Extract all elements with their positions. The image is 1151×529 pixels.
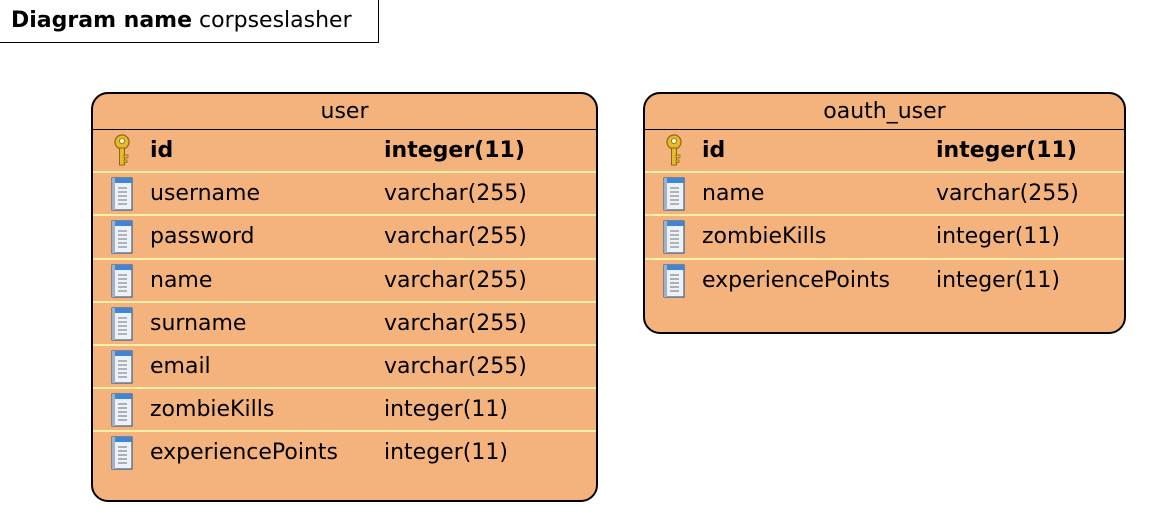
diagram-name-label: Diagram name bbox=[11, 8, 193, 33]
column-row[interactable]: name varchar(255) bbox=[93, 260, 596, 303]
column-name: id bbox=[702, 138, 726, 163]
column-type: varchar(255) bbox=[384, 224, 527, 250]
column-type: varchar(255) bbox=[384, 353, 527, 379]
column-row[interactable]: password varchar(255) bbox=[93, 216, 596, 260]
diagram-name-box: Diagram name corpseslasher bbox=[0, 0, 379, 43]
column-type: integer(11) bbox=[384, 397, 508, 423]
column-icon bbox=[111, 263, 133, 298]
column-icon bbox=[111, 220, 133, 254]
entity-title: user bbox=[93, 94, 596, 130]
column-name: experiencePoints bbox=[702, 267, 891, 293]
column-row[interactable]: name varchar(255) bbox=[645, 173, 1124, 217]
column-icon bbox=[111, 307, 133, 341]
column-row[interactable]: username varchar(255) bbox=[93, 173, 596, 217]
column-type: integer(11) bbox=[936, 224, 1060, 250]
primary-key-icon bbox=[111, 134, 133, 168]
column-name: surname bbox=[150, 310, 247, 336]
column-name: password bbox=[150, 224, 255, 250]
column-row[interactable]: experiencePoints integer(11) bbox=[93, 432, 596, 475]
diagram-name-value: corpseslasher bbox=[199, 8, 352, 33]
column-list: id integer(11) username varchar(255) passw… bbox=[93, 130, 596, 476]
column-icon bbox=[111, 350, 133, 384]
column-name: zombieKills bbox=[702, 224, 827, 250]
entity-oauth-user[interactable]: oauth_user id integer(11) name varchar(255… bbox=[643, 92, 1126, 334]
column-type: integer(11) bbox=[384, 440, 508, 466]
column-name: experiencePoints bbox=[150, 440, 339, 466]
column-icon bbox=[663, 263, 685, 298]
column-list: id integer(11) name varchar(255) zombieKil… bbox=[645, 130, 1124, 303]
column-row[interactable]: zombieKills integer(11) bbox=[645, 216, 1124, 260]
column-name: name bbox=[150, 267, 213, 293]
primary-key-icon bbox=[663, 134, 685, 168]
column-name: username bbox=[150, 181, 260, 207]
column-row[interactable]: zombieKills integer(11) bbox=[93, 389, 596, 433]
column-name: id bbox=[150, 138, 174, 163]
column-row[interactable]: experiencePoints integer(11) bbox=[645, 260, 1124, 303]
column-name: email bbox=[150, 353, 211, 379]
column-type: varchar(255) bbox=[936, 181, 1079, 207]
entity-user[interactable]: user id integer(11) username varchar(255) … bbox=[91, 92, 598, 502]
column-icon bbox=[111, 393, 133, 427]
column-name: zombieKills bbox=[150, 397, 275, 423]
column-icon bbox=[663, 177, 685, 211]
column-type: integer(11) bbox=[936, 138, 1077, 163]
column-icon bbox=[663, 220, 685, 254]
column-row[interactable]: email varchar(255) bbox=[93, 346, 596, 390]
column-type: varchar(255) bbox=[384, 267, 527, 293]
column-type: varchar(255) bbox=[384, 310, 527, 336]
entity-title: oauth_user bbox=[645, 94, 1124, 130]
column-row[interactable]: id integer(11) bbox=[645, 130, 1124, 174]
column-type: varchar(255) bbox=[384, 181, 527, 207]
column-name: name bbox=[702, 181, 765, 207]
column-type: integer(11) bbox=[936, 267, 1060, 293]
column-row[interactable]: surname varchar(255) bbox=[93, 303, 596, 346]
column-icon bbox=[111, 436, 133, 470]
column-type: integer(11) bbox=[384, 138, 525, 163]
column-icon bbox=[111, 177, 133, 211]
column-row[interactable]: id integer(11) bbox=[93, 130, 596, 174]
